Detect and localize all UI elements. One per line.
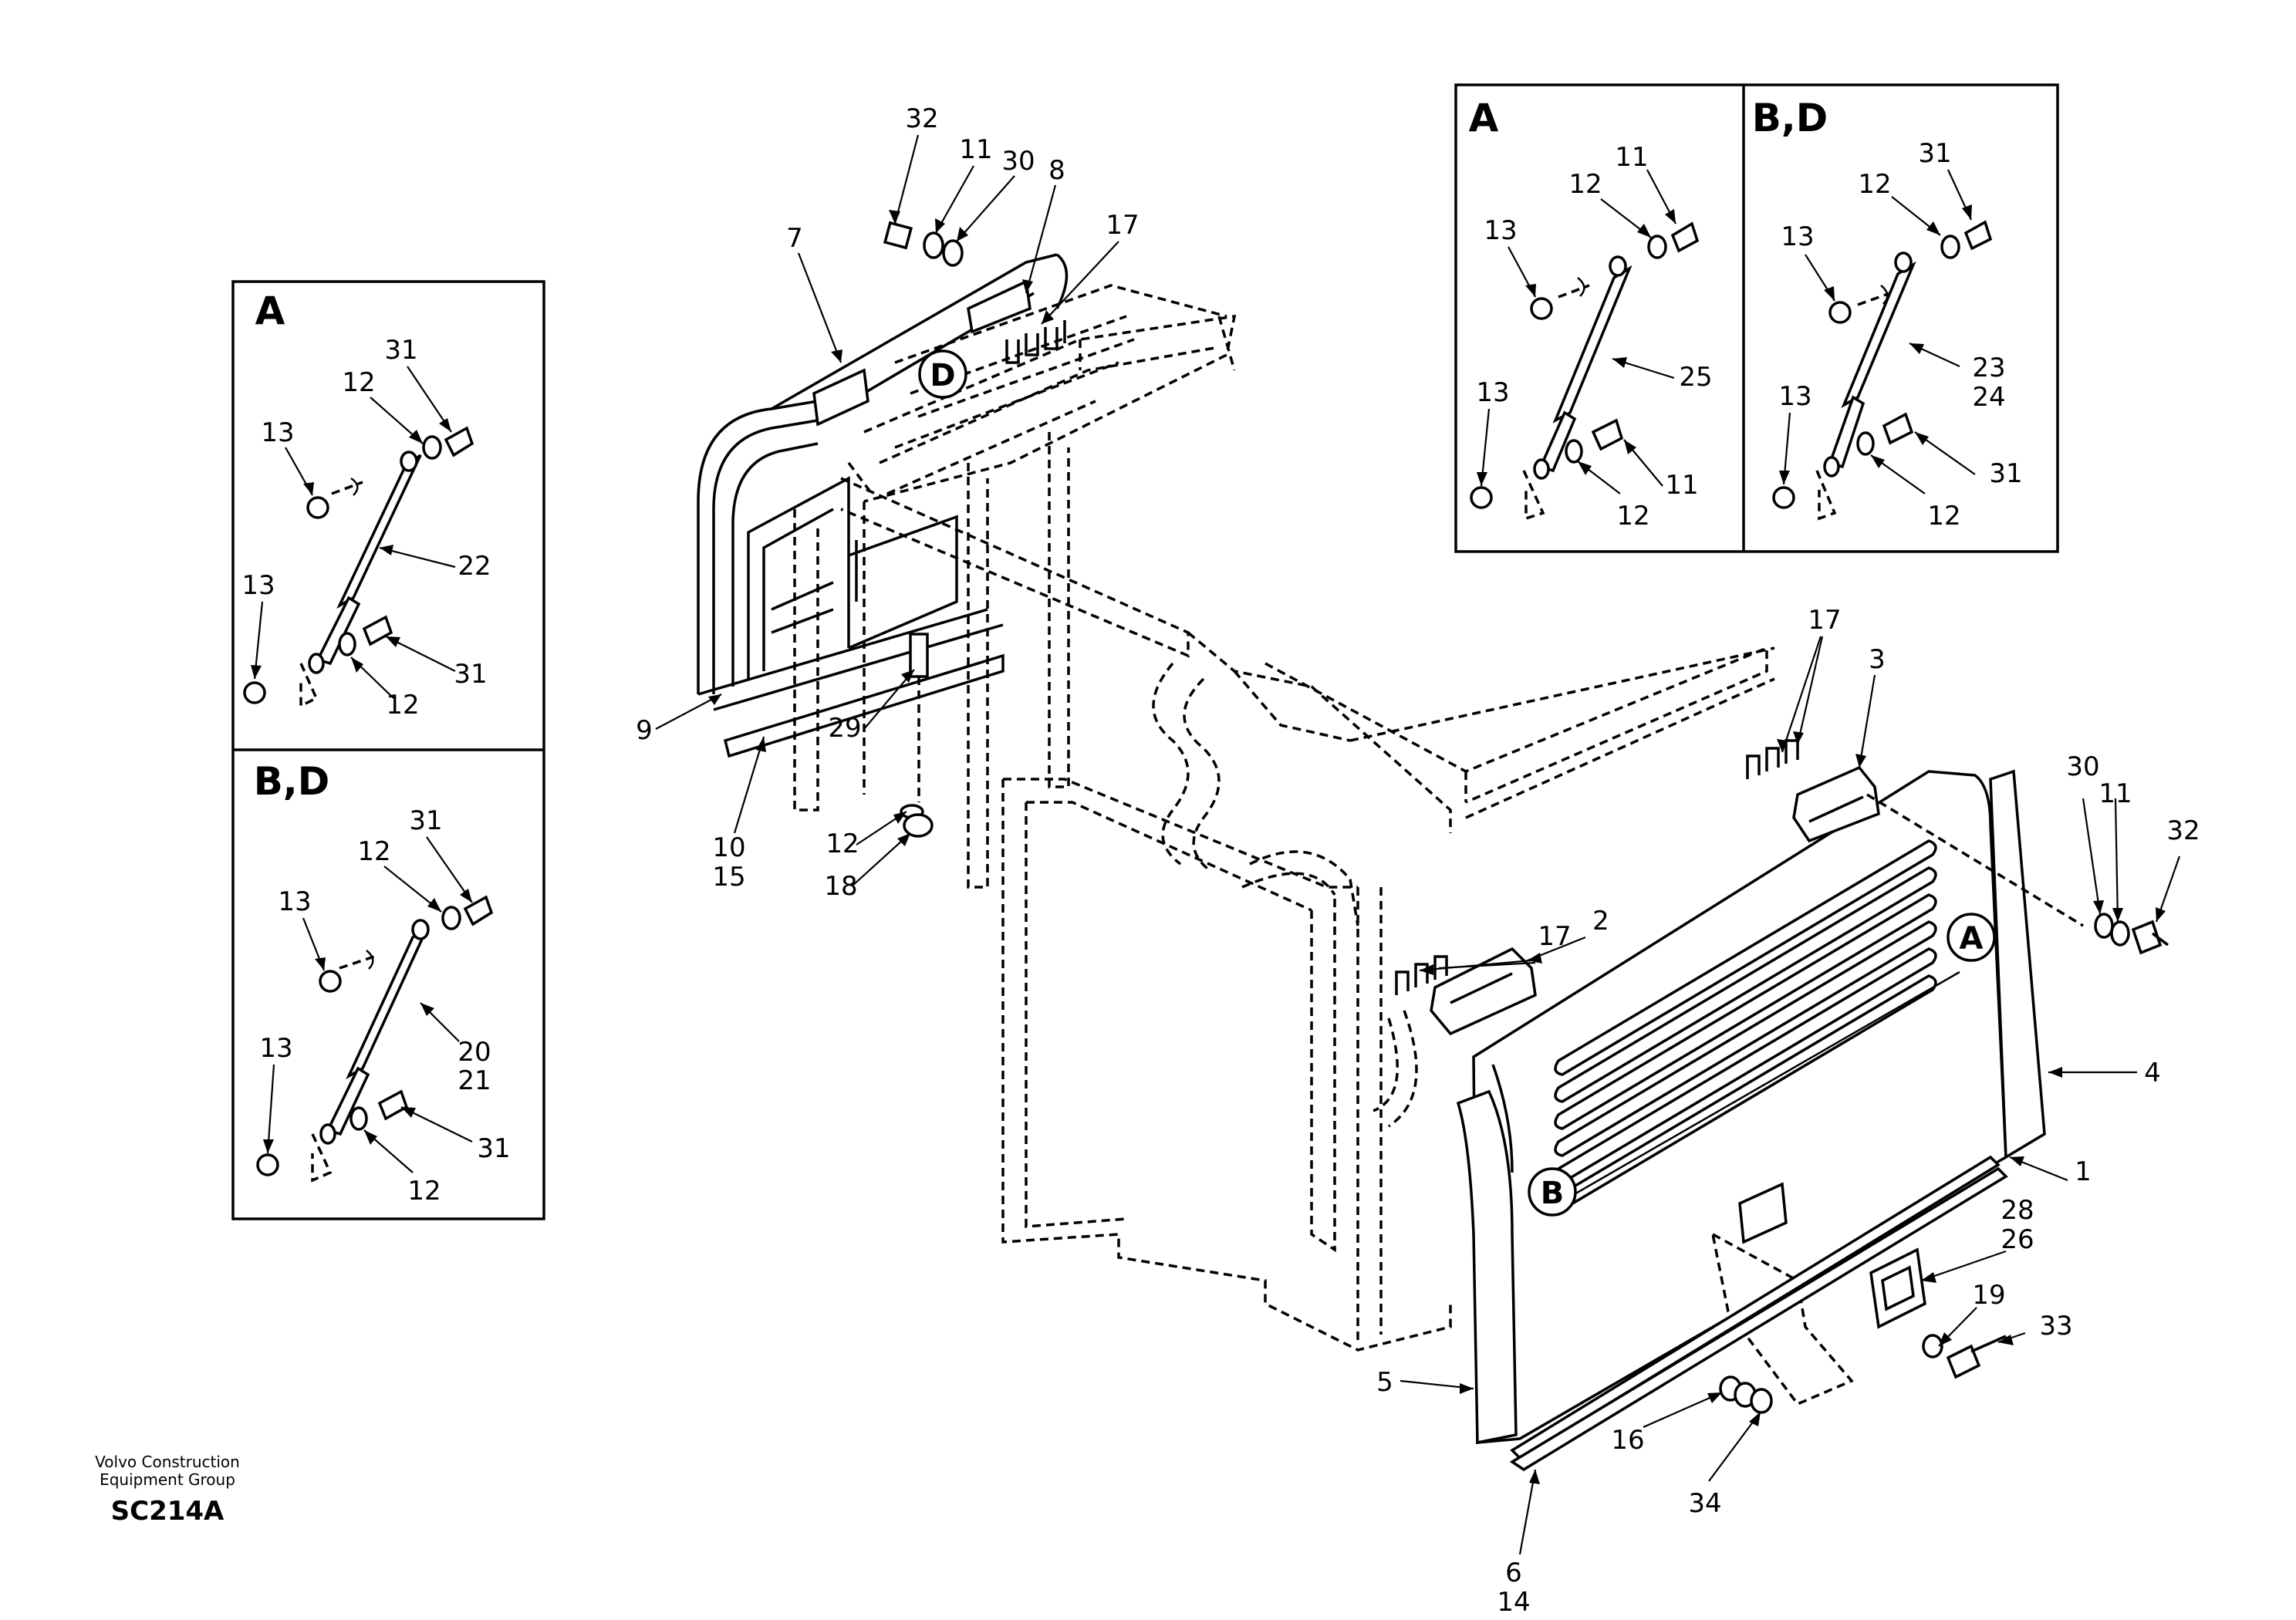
detail-box-left: A 31 12 <box>231 280 545 1220</box>
gas-strut-20-21 <box>319 919 430 1145</box>
detail-left-a-label-12b: 12 <box>386 690 419 721</box>
label-5: 5 <box>1376 1367 1393 1398</box>
label-16: 16 <box>1611 1425 1644 1456</box>
label-3: 3 <box>1869 644 1886 675</box>
detail-right-bd-header: B,D <box>1752 96 1828 140</box>
detail-right-a-label-12: 12 <box>1568 169 1602 200</box>
side-door-labels: 17 3 30 11 32 17 2 4 1 28 26 19 33 5 16 … <box>1376 605 2200 1618</box>
detail-right-bd-label-13: 13 <box>1781 221 1814 252</box>
detail-left-bd-label-31b: 31 <box>477 1133 510 1164</box>
detail-right-bd-label-31b: 31 <box>1989 458 2022 489</box>
label-8: 8 <box>1048 155 1065 186</box>
label-19: 19 <box>1972 1280 2005 1311</box>
detail-right-bd-label-23: 23 <box>1972 353 2005 383</box>
detail-right-bd-label-12b: 12 <box>1927 501 1960 532</box>
gas-strut-23-24 <box>1823 251 1916 478</box>
detail-left-a-header: A <box>255 289 285 333</box>
footer-company-line1: Volvo Construction <box>95 1453 240 1471</box>
label-14: 14 <box>1497 1587 1530 1618</box>
detail-right-a-label-11: 11 <box>1615 142 1648 173</box>
gas-strut-22 <box>308 451 422 674</box>
detail-left-bd-label-13: 13 <box>278 886 311 917</box>
label-10: 10 <box>712 832 745 863</box>
label-11-right: 11 <box>2098 778 2132 809</box>
label-12-main: 12 <box>826 829 859 859</box>
label-32-right: 32 <box>2166 815 2200 846</box>
label-1: 1 <box>2075 1156 2092 1187</box>
main-arrowheads <box>708 210 2166 1484</box>
label-30: 30 <box>1001 146 1035 177</box>
detail-left-bd-label-21: 21 <box>458 1065 491 1096</box>
detail-left-bd-label-13b: 13 <box>259 1033 292 1064</box>
label-30-right: 30 <box>2066 751 2099 782</box>
footer-company-line2: Equipment Group <box>100 1470 235 1489</box>
label-7: 7 <box>786 223 803 254</box>
label-15: 15 <box>712 862 745 893</box>
label-17-right: 17 <box>1808 605 1841 636</box>
label-11: 11 <box>959 134 992 165</box>
detail-right-a-label-25: 25 <box>1679 362 1712 393</box>
detail-left-bd-label-31: 31 <box>409 805 442 836</box>
main-leader-lines <box>655 134 2181 1555</box>
detail-right-a-label-11b: 11 <box>1665 470 1698 501</box>
detail-left-bd-label-12: 12 <box>357 836 390 867</box>
label-18: 18 <box>824 871 857 902</box>
detail-right-a-header: A <box>1469 96 1499 140</box>
detail-right-a-label-13: 13 <box>1484 215 1517 246</box>
detail-left-a-label-31: 31 <box>384 335 417 366</box>
detail-left-a-label-22: 22 <box>458 551 491 582</box>
detail-right-bd-label-12: 12 <box>1858 169 1891 200</box>
label-4: 4 <box>2144 1058 2161 1088</box>
detail-right-a-label-12b: 12 <box>1616 501 1649 532</box>
gas-strut-25 <box>1533 255 1633 480</box>
side-door-assembly <box>1395 739 2169 1472</box>
label-34: 34 <box>1688 1488 1721 1519</box>
label-28: 28 <box>2001 1195 2034 1226</box>
label-2: 2 <box>1592 906 1609 937</box>
detail-right-bd-label-13b: 13 <box>1778 381 1811 412</box>
detail-right-bd-label-31: 31 <box>1918 138 1951 169</box>
detail-left-a-label-13b: 13 <box>241 570 275 601</box>
top-cover-assembly <box>697 221 1227 838</box>
footer: Volvo Construction Equipment Group SC214… <box>95 1453 240 1527</box>
detail-left-a-label-13: 13 <box>261 417 294 448</box>
label-29: 29 <box>828 713 861 744</box>
label-6: 6 <box>1505 1558 1522 1588</box>
label-9: 9 <box>636 715 653 746</box>
detail-box-right: A 11 12 13 <box>1454 83 2059 553</box>
detail-left-a-label-31b: 31 <box>454 659 487 690</box>
view-marker-d-label: D <box>930 358 955 393</box>
label-17-top: 17 <box>1106 210 1139 241</box>
detail-right-bd-label-24: 24 <box>1972 382 2005 413</box>
view-marker-d: D <box>918 349 967 399</box>
detail-left-bd-label-12b: 12 <box>407 1176 441 1207</box>
label-33: 33 <box>2039 1311 2072 1342</box>
footer-drawing-code: SC214A <box>111 1496 225 1527</box>
view-marker-a-label: A <box>1960 921 1984 957</box>
machine-frame-hidden <box>793 314 1775 1352</box>
detail-left-bd-header: B,D <box>254 759 330 804</box>
label-32: 32 <box>905 103 938 134</box>
view-marker-b-label: B <box>1541 1176 1565 1211</box>
label-26: 26 <box>2001 1224 2034 1255</box>
view-marker-a: A <box>1947 913 1996 962</box>
detail-left-a-label-12: 12 <box>342 367 375 398</box>
label-17-mid: 17 <box>1538 921 1571 952</box>
detail-left-bd-label-20: 20 <box>458 1037 491 1068</box>
view-marker-b: B <box>1528 1167 1577 1217</box>
detail-right-a-label-13b: 13 <box>1476 377 1509 408</box>
top-cover-labels: 32 11 30 8 7 17 9 10 15 29 12 18 <box>636 103 1139 902</box>
